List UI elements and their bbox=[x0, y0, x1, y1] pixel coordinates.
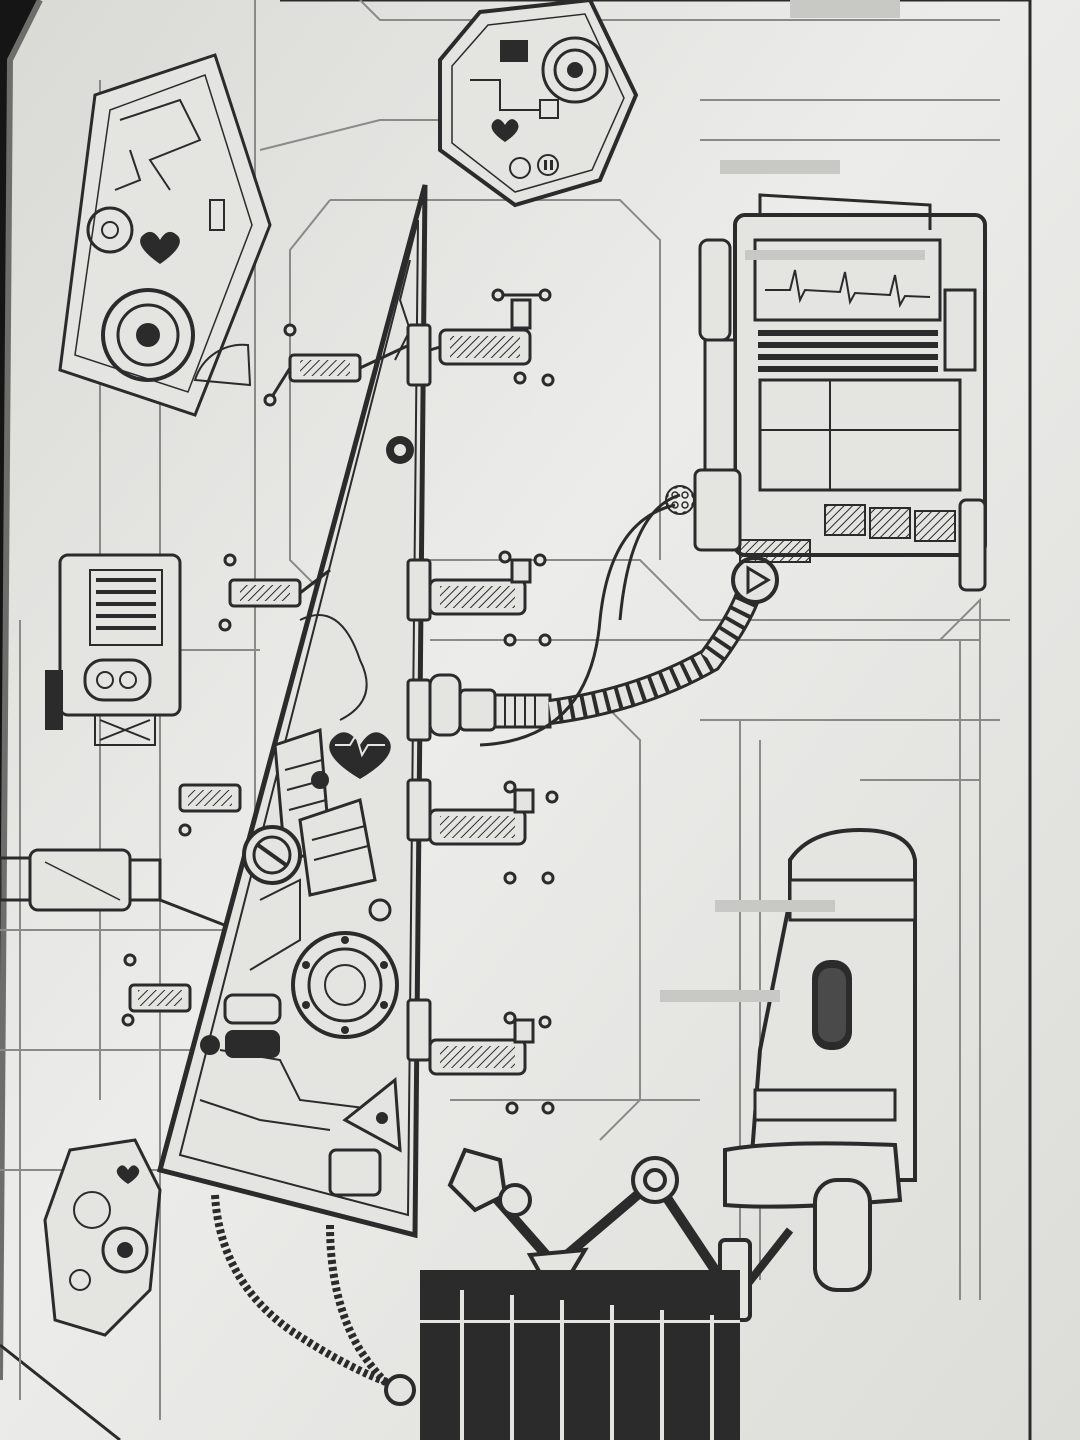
articulated-arm bbox=[447, 1147, 794, 1322]
arm-units-right bbox=[428, 288, 559, 1115]
wall-monitor-left bbox=[45, 553, 182, 746]
coil-springs bbox=[211, 1194, 398, 1394]
heart-icon bbox=[140, 231, 180, 264]
ecg-monitor bbox=[665, 193, 987, 592]
heart-icon bbox=[491, 119, 519, 142]
circuit-panel-bottom-left bbox=[43, 1138, 162, 1337]
gear-icon bbox=[242, 825, 302, 885]
vent-panels bbox=[824, 504, 956, 542]
play-icon bbox=[731, 556, 779, 604]
ecg-screen bbox=[765, 269, 931, 308]
cable bbox=[479, 503, 676, 747]
circuit-panel-top bbox=[438, 0, 639, 208]
bleed-through bbox=[660, 0, 925, 1002]
capsule-tank bbox=[723, 827, 917, 1292]
heart-icon bbox=[329, 732, 391, 779]
syringe bbox=[0, 848, 251, 937]
spine-connectors bbox=[406, 323, 432, 1062]
triangle-machine bbox=[156, 184, 428, 1239]
heart-icon bbox=[116, 1165, 140, 1184]
circuit-panel-top-left bbox=[58, 53, 272, 417]
pause-icon bbox=[544, 160, 553, 170]
arm-units-left bbox=[121, 323, 421, 1027]
comb-block bbox=[420, 1270, 740, 1440]
frame-border bbox=[280, 0, 1032, 1440]
